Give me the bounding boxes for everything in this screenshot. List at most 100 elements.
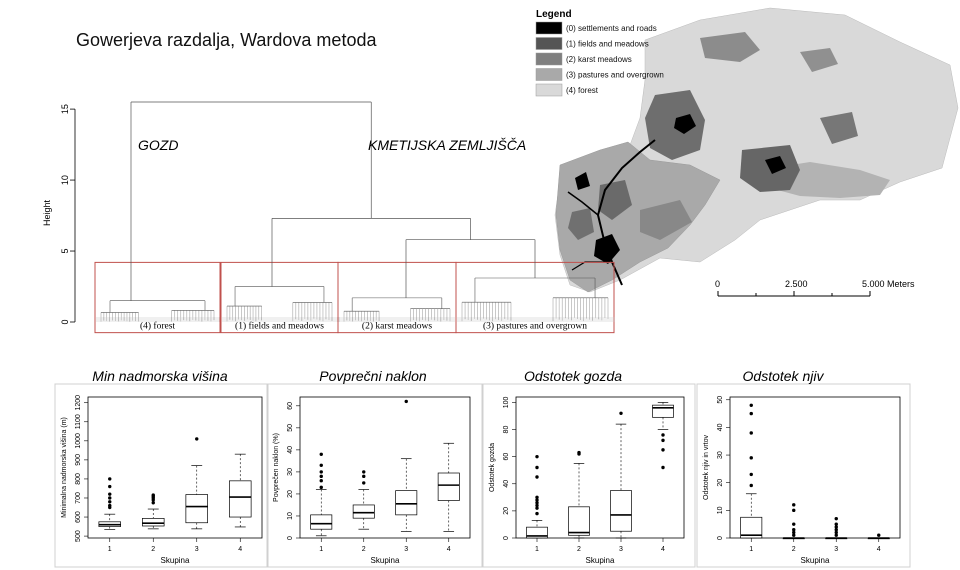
boxplot-x-label: Skupina xyxy=(161,556,190,565)
map-karst-patch xyxy=(800,48,838,72)
boxplot-y-tick-label: 80 xyxy=(503,426,510,434)
boxplot-y-tick-label: 40 xyxy=(503,480,510,488)
boxplot-outlier xyxy=(151,501,155,505)
boxplot-y-tick-label: 500 xyxy=(75,530,82,542)
scale-bar: 0 2.500 5.000 Meters xyxy=(715,279,915,297)
boxplot-outlier xyxy=(535,475,539,479)
boxplot-outlier xyxy=(195,437,199,441)
legend-label: (4) forest xyxy=(566,86,599,95)
boxplot-outlier xyxy=(108,477,112,481)
boxplot-outlier xyxy=(749,456,753,460)
boxplot-outlier xyxy=(834,525,838,529)
boxplot-outlier xyxy=(362,474,366,479)
legend-label: (1) fields and meadows xyxy=(566,40,649,49)
boxplot-outlier xyxy=(834,533,838,537)
boxplot-plot-area xyxy=(729,396,901,539)
boxplot-plot-area xyxy=(299,396,471,539)
boxplot-y-label: Odstotek gozda xyxy=(489,443,496,492)
map-karst-patch xyxy=(640,200,692,240)
boxplot-x-tick-label: 3 xyxy=(404,546,408,553)
boxplot-outlier xyxy=(108,496,112,500)
boxplot-outlier xyxy=(362,481,366,485)
legend-title: Legend xyxy=(536,9,572,20)
dendro-cluster-label: (1) fields and meadows xyxy=(235,320,324,331)
dendro-y-tick-label: 15 xyxy=(60,104,70,114)
map-fields-patch xyxy=(568,208,594,240)
boxplot-outlier xyxy=(749,483,753,488)
boxplot-outlier xyxy=(535,501,539,505)
boxplot-outlier xyxy=(535,511,539,516)
dendro-y-label: Height xyxy=(42,199,52,226)
map-settlement xyxy=(674,114,696,134)
boxplot-outlier xyxy=(577,450,581,455)
boxplot-outlier xyxy=(834,528,838,532)
boxplot-outlier xyxy=(535,498,539,502)
boxplot-outlier xyxy=(661,465,665,470)
boxplot-x-label: Skupina xyxy=(371,556,400,565)
map-karst-patch xyxy=(700,32,760,62)
legend-label: (2) karst meadows xyxy=(566,55,632,64)
boxplot-outlier xyxy=(404,399,408,404)
boxplot-outlier xyxy=(749,472,753,477)
boxplot-outlier xyxy=(661,448,665,452)
boxplot-outlier xyxy=(108,492,112,496)
boxplot-y-tick-label: 1100 xyxy=(75,414,82,429)
legend-label: (0) settlements and roads xyxy=(566,24,657,33)
boxplot-outlier xyxy=(749,431,753,435)
boxplot-outlier xyxy=(319,470,323,474)
boxplot-y-tick-label: 1000 xyxy=(75,433,82,449)
boxplot-y-label: Povprečen naklon (%) xyxy=(273,433,280,502)
boxplot-outlier xyxy=(108,484,112,489)
legend-swatch xyxy=(535,52,563,66)
boxplot-y-tick-label: 50 xyxy=(717,396,724,404)
boxplot-panel-frame xyxy=(696,383,911,568)
boxplot-x-tick-label: 1 xyxy=(108,546,112,553)
boxplot-title: Povprečni naklon xyxy=(319,368,427,384)
boxplot-y-tick-label: 20 xyxy=(717,479,724,487)
boxplot-outlier xyxy=(535,454,539,459)
boxplot-box xyxy=(352,504,375,519)
boxplot-box xyxy=(526,526,548,539)
boxplot-y-tick-label: 10 xyxy=(717,506,724,514)
boxplot-outlier xyxy=(319,452,323,456)
annotation-gozd: GOZD xyxy=(138,137,178,153)
boxplot-x-tick-label: 3 xyxy=(195,546,199,553)
boxplot-outlier xyxy=(535,506,539,510)
boxplot-box xyxy=(142,518,165,527)
boxplot-x-tick-label: 4 xyxy=(877,546,881,553)
dendro-cluster-label: (2) karst meadows xyxy=(362,320,432,331)
boxplot-outlier xyxy=(834,516,838,521)
boxplot-x-label: Skupina xyxy=(801,556,830,565)
scale-label-2500: 2.500 xyxy=(785,279,808,289)
boxplot-outlier xyxy=(749,411,753,416)
boxplot-outlier xyxy=(151,493,155,497)
boxplot-x-tick-label: 2 xyxy=(792,546,796,553)
boxplot-outlier xyxy=(362,470,366,474)
boxplot-box xyxy=(310,514,333,530)
boxplot-outlier xyxy=(319,485,323,490)
boxplot-outlier xyxy=(319,463,323,467)
boxplot-y-tick-label: 40 xyxy=(717,423,724,431)
boxplot-y-tick-label: 800 xyxy=(75,473,82,485)
boxplot-outlier xyxy=(619,411,623,415)
boxplot-box xyxy=(740,516,763,539)
boxplot-box xyxy=(229,480,252,518)
boxplot-y-label: Minimalna nadmorska višina (m) xyxy=(61,417,68,518)
boxplot-x-tick-label: 4 xyxy=(238,546,242,553)
boxplot-y-tick-label: 0 xyxy=(717,536,724,540)
scale-label-5000: 5.000 Meters xyxy=(862,279,915,289)
boxplot-outlier xyxy=(661,438,665,443)
boxplot-title: Odstotek njiv xyxy=(743,368,825,384)
boxplot-y-tick-label: 50 xyxy=(287,424,294,432)
boxplot-outlier xyxy=(535,465,539,470)
boxplot-x-tick-label: 4 xyxy=(661,546,665,553)
dendro-cluster-label: (4) forest xyxy=(140,320,175,331)
landuse-map xyxy=(554,7,959,293)
boxplot-outlier xyxy=(108,503,112,508)
boxplot-x-tick-label: 3 xyxy=(619,546,623,553)
dendro-y-tick-label: 5 xyxy=(60,249,70,254)
boxplot-box xyxy=(395,490,418,516)
boxplot-outlier xyxy=(792,503,796,507)
legend-swatch xyxy=(535,37,563,50)
